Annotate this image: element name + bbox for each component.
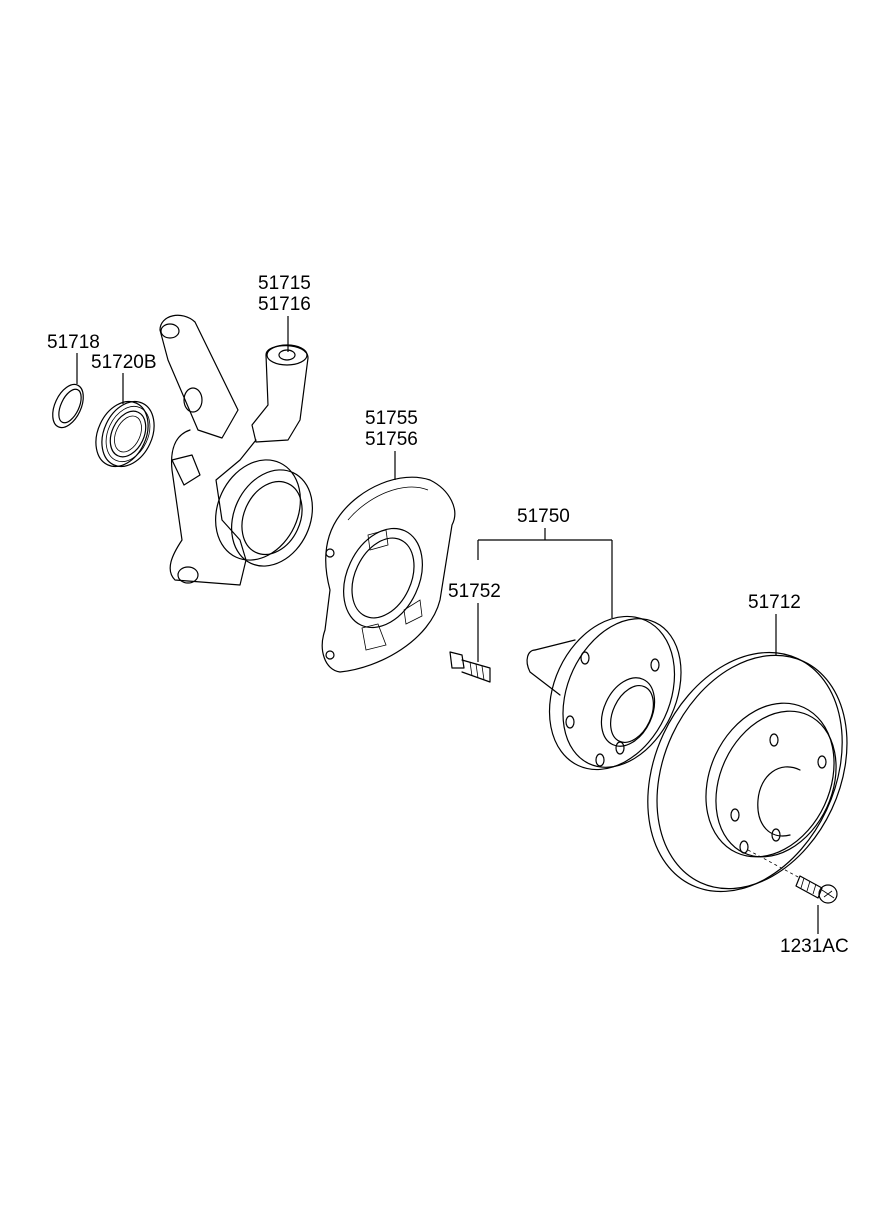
screw-drawing xyxy=(795,875,838,904)
label-brake-disc: 51712 xyxy=(748,592,801,613)
circlip-drawing xyxy=(52,383,84,429)
label-knuckle-51716: 51716 xyxy=(258,294,311,315)
dust-cover-drawing xyxy=(321,476,456,673)
label-dust-cover-51756: 51756 xyxy=(365,429,418,450)
label-circlip: 51718 xyxy=(47,332,100,353)
label-screw: 1231AC xyxy=(780,936,849,957)
hub-bolt-drawing xyxy=(449,651,491,683)
label-hub-assembly: 51750 xyxy=(517,506,570,527)
hub-drawing xyxy=(526,615,682,771)
bearing-drawing xyxy=(95,400,155,468)
brake-disc-drawing xyxy=(647,651,848,893)
label-bearing: 51720B xyxy=(91,352,157,373)
label-knuckle-51715: 51715 xyxy=(258,273,311,294)
knuckle-drawing xyxy=(159,314,314,586)
leader-hub-assembly xyxy=(477,528,613,618)
label-hub-bolt: 51752 xyxy=(448,581,501,602)
label-dust-cover-51755: 51755 xyxy=(365,408,418,429)
